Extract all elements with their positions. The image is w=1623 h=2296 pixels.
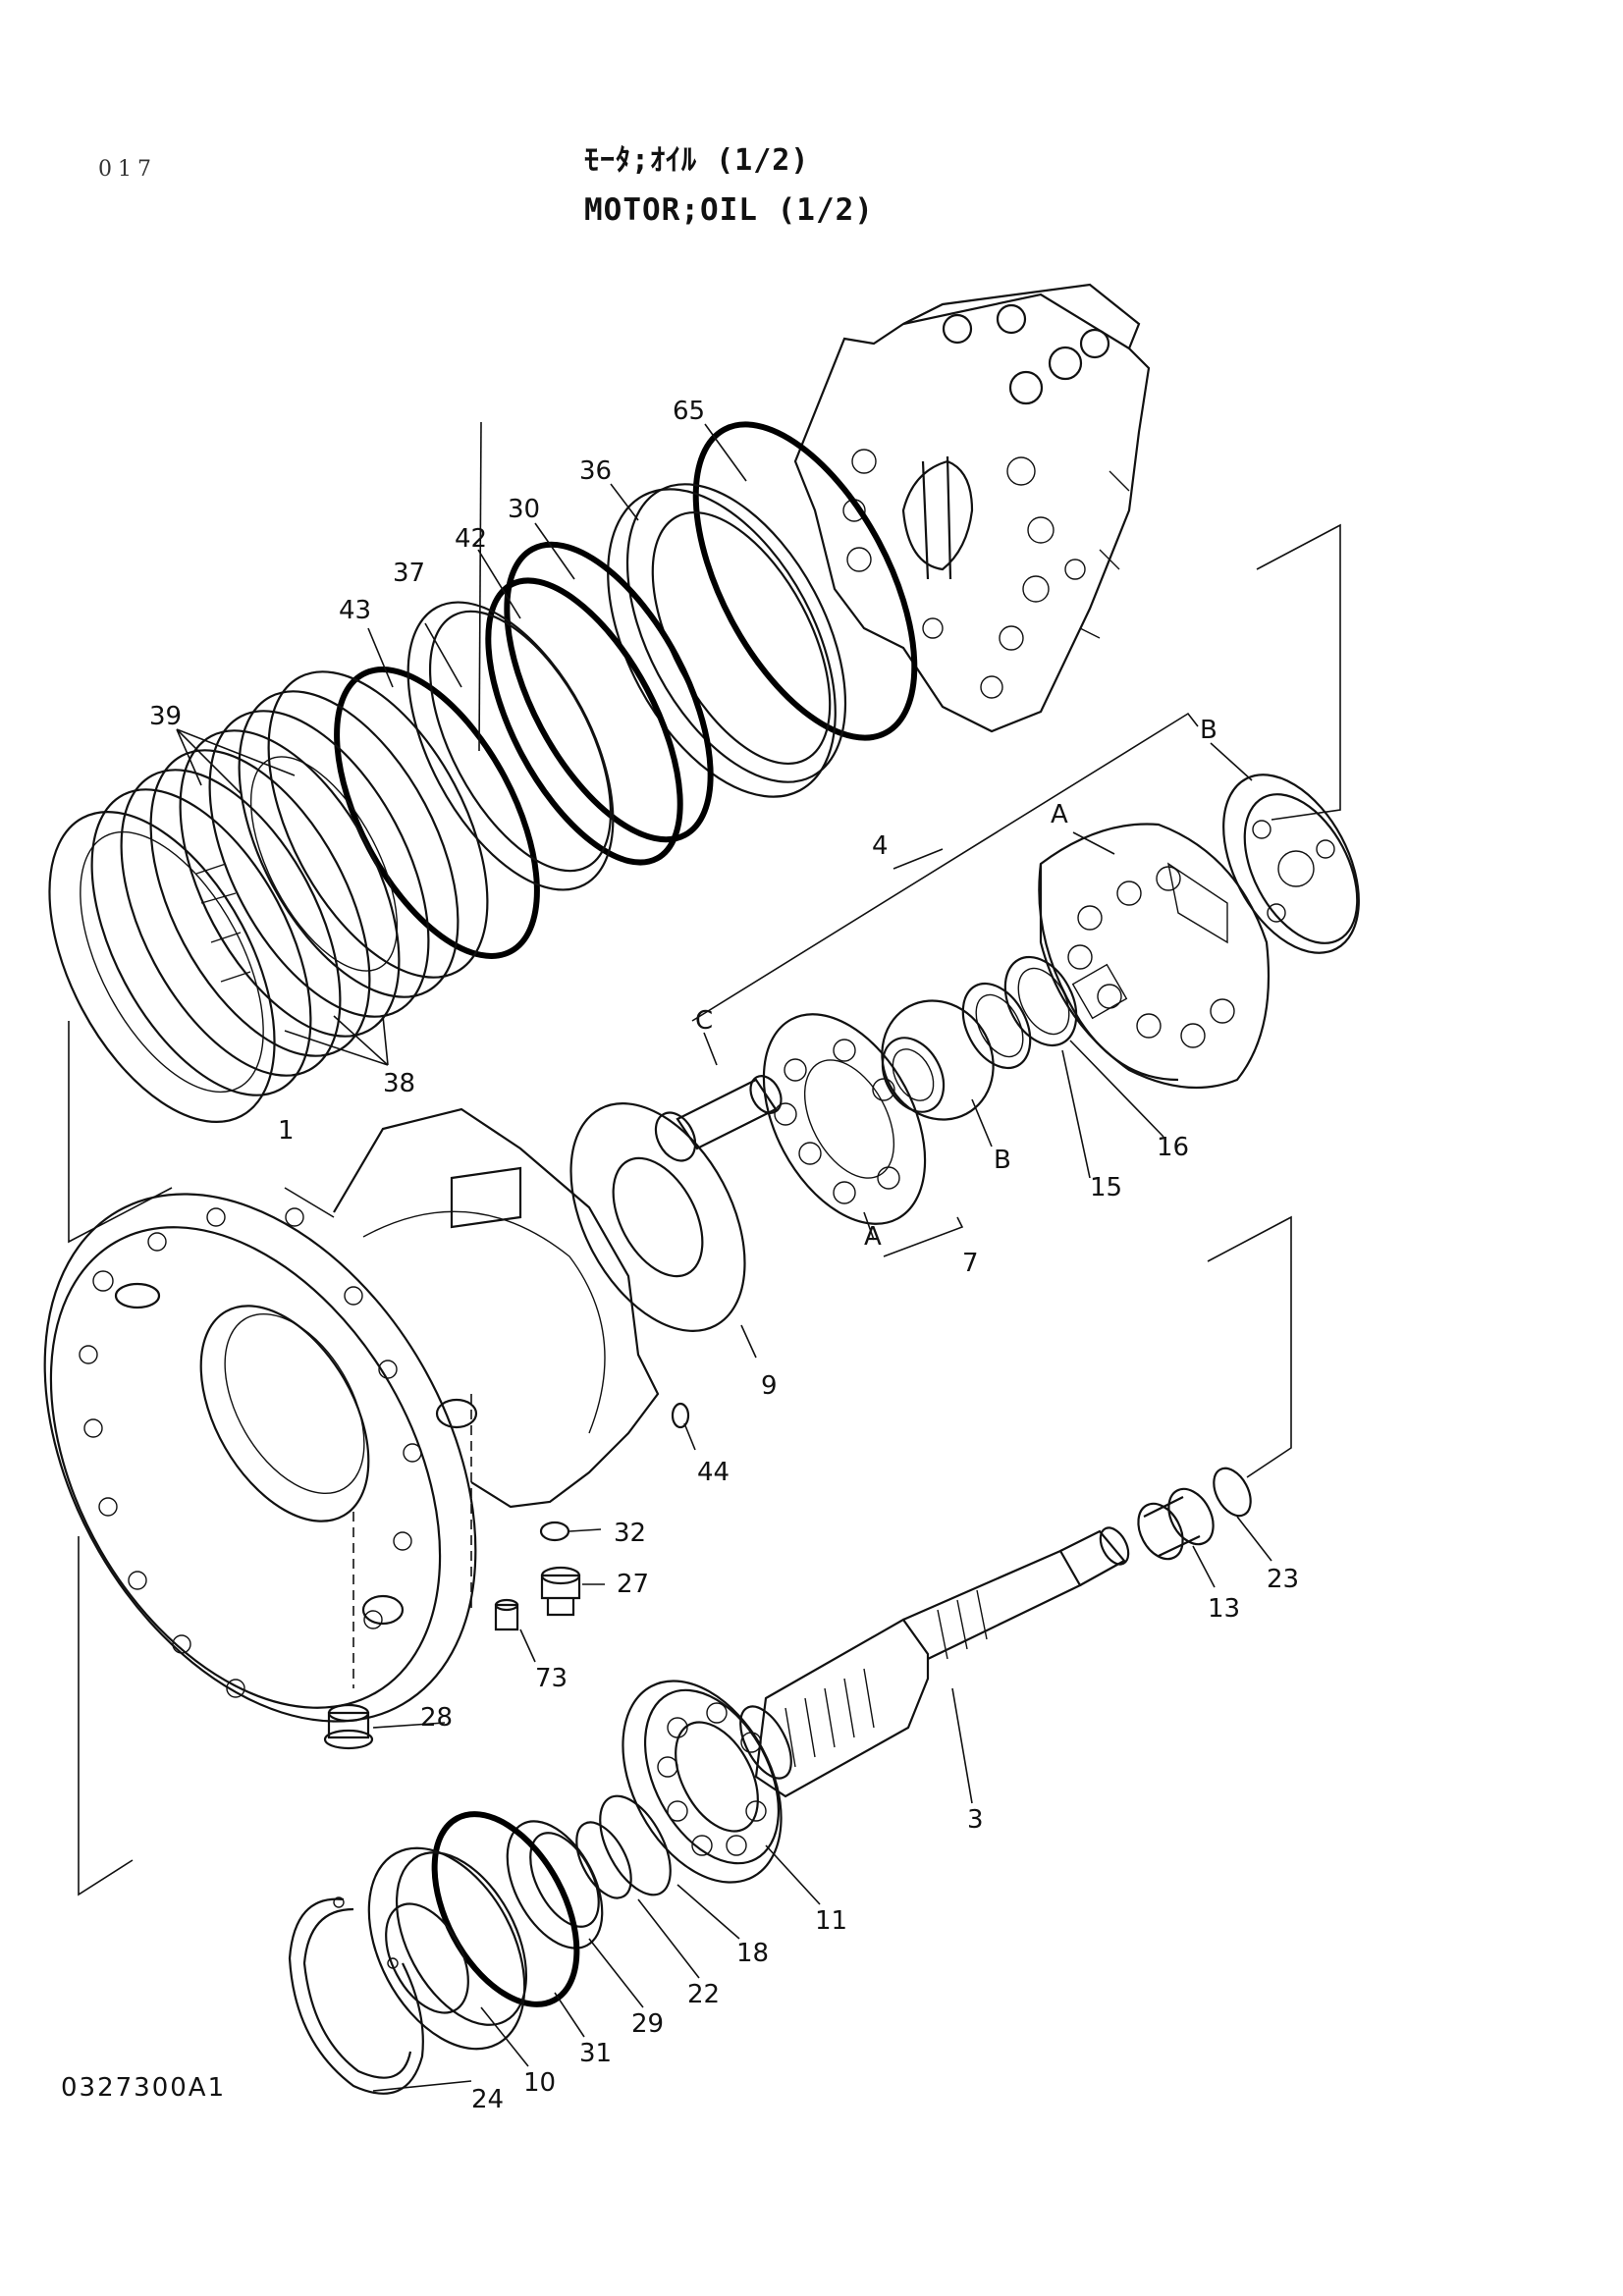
callout-sub-a1: A (1051, 800, 1068, 829)
bracket-4-right (1256, 523, 1341, 821)
snap-ring-24 (288, 1896, 424, 2095)
cylinder-block-A (1038, 823, 1271, 1090)
callout-13: 13 (1208, 1594, 1240, 1624)
valve-plate-B (1222, 774, 1360, 954)
callout-36: 36 (579, 456, 612, 486)
seal-29 (506, 1820, 604, 1949)
ring-15 (961, 982, 1032, 1070)
leader-lines (176, 423, 1272, 2092)
snap-ring-23 (1213, 1467, 1252, 1518)
callout-30: 30 (508, 495, 540, 524)
callout-38: 38 (383, 1069, 415, 1098)
o-ring-44 (671, 1402, 690, 1429)
o-ring-65 (692, 421, 918, 741)
ring-16 (1003, 955, 1078, 1047)
callout-31: 31 (579, 2039, 612, 2068)
o-ring-32 (539, 1521, 570, 1542)
callout-1: 1 (278, 1116, 295, 1146)
callout-44: 44 (697, 1458, 730, 1487)
bracket-left-lower (78, 1536, 134, 1896)
callout-11: 11 (815, 1906, 847, 1936)
snap-ring-22 (575, 1821, 632, 1899)
callout-sub-c: C (695, 1006, 713, 1036)
o-ring-42 (485, 577, 683, 866)
ghost-line (478, 421, 482, 752)
callout-24: 24 (471, 2085, 504, 2114)
callout-65: 65 (673, 397, 705, 426)
collar-13 (1137, 1487, 1215, 1561)
group-brackets (68, 421, 1341, 1896)
o-ring-43 (334, 667, 540, 959)
callout-39: 39 (149, 702, 182, 731)
spacer-18 (599, 1794, 672, 1896)
drawing-code: 0327300A1 (61, 2073, 227, 2103)
callout-28: 28 (420, 1703, 453, 1733)
retainer-plate-A (762, 1013, 927, 1225)
o-ring-30 (504, 541, 714, 843)
plug-73 (494, 1598, 519, 1631)
bearing-11 (622, 1680, 783, 1884)
callout-42: 42 (455, 524, 487, 554)
callout-27: 27 (617, 1570, 649, 1599)
bracket-7 (883, 1216, 964, 1257)
brake-ring-36 (607, 483, 847, 798)
bracket-left-upper (68, 1021, 173, 1244)
cover-10 (367, 1846, 528, 2051)
plug-28 (323, 1703, 374, 1750)
page-number: 017 (98, 157, 157, 182)
centerline (352, 1394, 472, 1688)
callout-7: 7 (962, 1249, 979, 1278)
callout-43: 43 (339, 596, 371, 625)
callout-sub-a2: A (864, 1222, 882, 1252)
plug-27 (540, 1566, 581, 1617)
callout-16: 16 (1157, 1133, 1189, 1162)
callout-23: 23 (1267, 1565, 1299, 1594)
callout-37: 37 (393, 559, 425, 588)
title-english: MOTOR;OIL (1/2) (584, 192, 874, 228)
callout-10: 10 (523, 2068, 556, 2098)
title-japanese: ﾓｰﾀ;ｵｲﾙ (1/2) (584, 143, 810, 178)
output-shaft-3 (739, 1526, 1130, 1798)
motor-housing-1 (43, 1107, 660, 1723)
callout-32: 32 (614, 1519, 646, 1548)
callout-sub-b1: B (1200, 716, 1217, 745)
callout-18: 18 (736, 1939, 769, 1968)
callout-15: 15 (1090, 1173, 1122, 1202)
bracket-right-lower (1207, 1215, 1292, 1478)
friction-plates-stack (48, 670, 489, 1123)
callout-29: 29 (631, 2009, 664, 2039)
brake-ring-37 (406, 601, 615, 891)
thrust-plate-9 (569, 1102, 746, 1332)
callout-73: 73 (535, 1664, 568, 1693)
bracket-4-top (691, 712, 1199, 1022)
callout-labels: 65 36 30 42 37 43 39 38 4 A B C B A 7 15… (149, 397, 1299, 2114)
callout-4: 4 (872, 831, 889, 861)
callout-sub-b2: B (994, 1146, 1011, 1175)
o-ring-31 (431, 1811, 580, 2007)
callout-9: 9 (761, 1371, 778, 1401)
ball-guide-B (881, 999, 995, 1121)
callout-22: 22 (687, 1980, 720, 2009)
valve-cover-part (793, 283, 1151, 733)
callout-3: 3 (967, 1805, 984, 1835)
